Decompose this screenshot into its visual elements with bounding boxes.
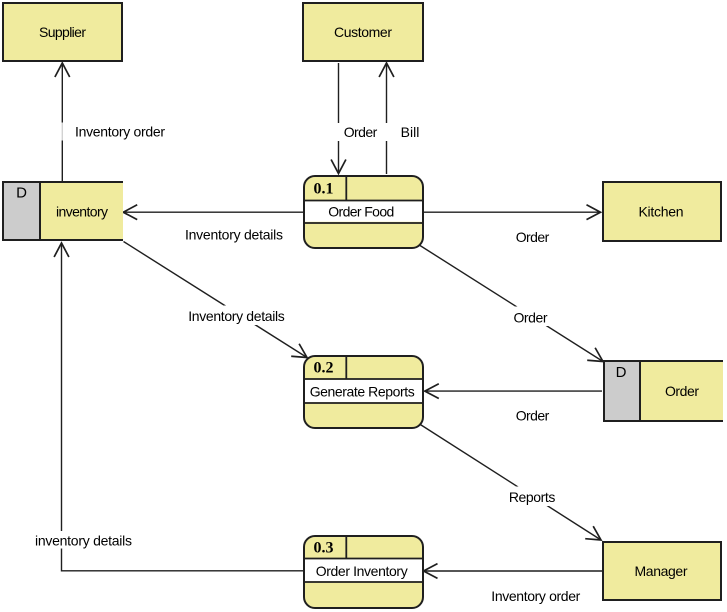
svg-text:0.2: 0.2 xyxy=(314,360,334,377)
svg-text:D: D xyxy=(16,185,27,202)
svg-text:Generate Reports: Generate Reports xyxy=(310,383,415,399)
svg-text:Reports: Reports xyxy=(509,489,556,505)
svg-text:Customer: Customer xyxy=(334,24,392,40)
svg-text:inventory: inventory xyxy=(56,204,108,220)
svg-text:Inventory order: Inventory order xyxy=(491,588,580,604)
svg-text:0.3: 0.3 xyxy=(314,539,334,556)
svg-text:D: D xyxy=(616,364,627,381)
svg-text:inventory details: inventory details xyxy=(35,533,132,549)
svg-text:Order: Order xyxy=(516,229,550,245)
svg-text:Order: Order xyxy=(665,383,699,399)
svg-text:Order Food: Order Food xyxy=(328,204,394,220)
svg-text:0.1: 0.1 xyxy=(314,180,334,197)
svg-text:Inventory order: Inventory order xyxy=(75,124,165,140)
svg-text:Supplier: Supplier xyxy=(39,24,86,40)
svg-text:Bill: Bill xyxy=(401,124,420,140)
svg-text:Inventory details: Inventory details xyxy=(188,308,285,324)
svg-text:Order: Order xyxy=(516,408,550,424)
svg-text:Order Inventory: Order Inventory xyxy=(316,563,408,579)
svg-text:Kitchen: Kitchen xyxy=(639,204,684,220)
svg-text:Order: Order xyxy=(344,124,378,140)
svg-text:Manager: Manager xyxy=(635,563,688,579)
svg-text:Inventory details: Inventory details xyxy=(185,227,283,243)
svg-text:Order: Order xyxy=(514,310,548,326)
